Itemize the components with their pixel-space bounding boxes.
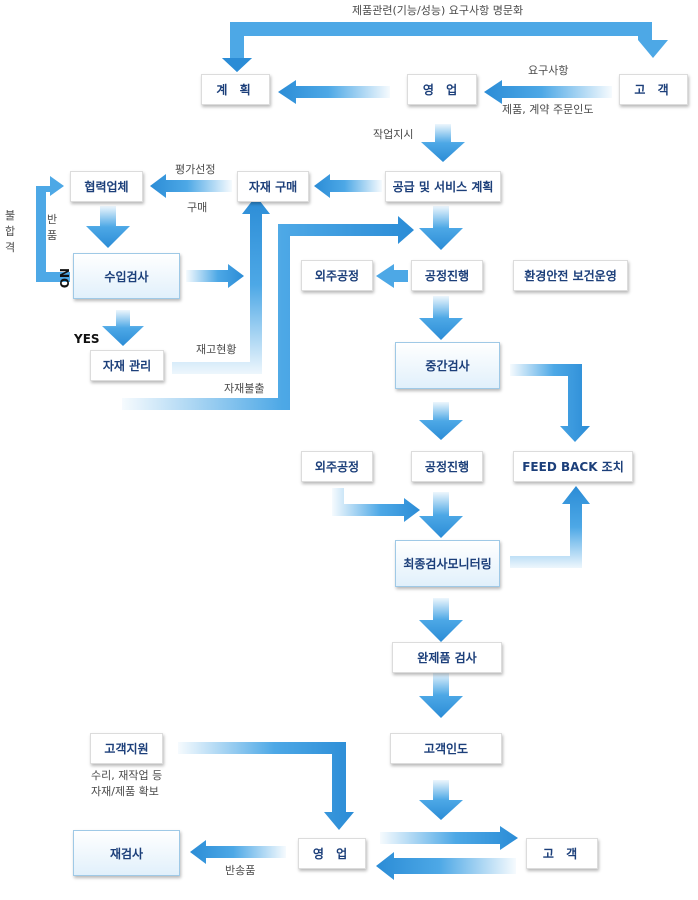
customer-top-box[interactable]: 고 객	[619, 74, 688, 105]
incoming-inspection-box[interactable]: 수입검사	[73, 253, 180, 299]
label-evaluation: 평가선정	[175, 163, 216, 176]
supply-plan-box[interactable]: 공급 및 서비스 계획	[385, 171, 501, 202]
arrow-mid-down	[419, 402, 463, 440]
label-material-issue: 자재불출	[224, 382, 265, 395]
arrow-partner-to-incoming	[86, 206, 130, 248]
plan-box[interactable]: 계 획	[201, 74, 270, 105]
process-1-box[interactable]: 공정진행	[411, 260, 483, 291]
feedback-box[interactable]: FEED BACK 조치	[513, 451, 633, 482]
reinspection-box[interactable]: 재검사	[73, 830, 180, 876]
sales-bottom-box[interactable]: 영 업	[298, 838, 366, 869]
arrow-process2-to-final	[419, 492, 463, 538]
arrow-sales-to-supply	[421, 124, 465, 162]
label-requirements: 요구사항	[528, 64, 569, 77]
arrow-process-to-outsourcing	[376, 264, 408, 288]
arrow-incoming-to-right	[186, 264, 244, 288]
arrow-purchase-to-partner	[150, 174, 232, 198]
arrow-process-to-mid	[419, 296, 463, 340]
partner-box[interactable]: 협력업체	[70, 171, 143, 202]
arrow-outsourcing2-to-stream	[332, 488, 420, 522]
arrow-mid-to-feedback	[510, 364, 590, 442]
label-yes: YES	[74, 332, 100, 346]
arrow-top-loop-head-right	[638, 40, 668, 58]
arrow-final-to-finished	[419, 598, 463, 642]
sales-top-box[interactable]: 영 업	[407, 74, 477, 105]
arrow-support-to-sales	[178, 742, 354, 830]
label-product-order: 제품, 계약 주문인도	[502, 103, 594, 116]
outsourcing-2-box[interactable]: 외주공정	[301, 451, 373, 482]
arrow-final-to-feedback	[510, 486, 590, 568]
arrow-sales-to-customer	[380, 826, 518, 850]
arrow-incoming-to-mgmt	[102, 310, 144, 346]
arrow-material-issue	[122, 216, 414, 410]
finished-inspection-box[interactable]: 완제품 검사	[392, 642, 502, 673]
arrow-supply-to-process	[419, 206, 463, 250]
customer-bottom-box[interactable]: 고 객	[526, 838, 598, 869]
label-no: NO	[57, 268, 71, 289]
label-stock-status: 재고현황	[196, 343, 237, 356]
arrow-customer-to-sales-bottom	[376, 852, 516, 880]
material-mgmt-box[interactable]: 자재 관리	[90, 350, 164, 381]
process-2-box[interactable]: 공정진행	[411, 451, 483, 482]
label-support-detail-2: 자재/제품 확보	[91, 785, 159, 798]
label-reject: 불합격	[4, 209, 16, 254]
customer-delivery-box[interactable]: 고객인도	[390, 733, 502, 764]
env-safety-box[interactable]: 환경안전 보건운영	[513, 260, 628, 291]
arrow-stock-up	[172, 196, 270, 374]
customer-support-box[interactable]: 고객지원	[90, 733, 163, 764]
arrow-finished-to-delivery	[419, 672, 463, 718]
arrow-delivery-down	[419, 780, 463, 820]
arrow-sales-to-plan	[278, 80, 390, 104]
label-top-loop: 제품관련(기능/성능) 요구사항 명문화	[352, 4, 524, 17]
arrow-top-loop	[222, 22, 652, 72]
arrow-sales-to-reinspection	[190, 840, 286, 864]
outsourcing-1-box[interactable]: 외주공정	[301, 260, 373, 291]
arrow-top-loop-head-left	[222, 58, 252, 72]
final-inspection-box[interactable]: 최종검사모니터링	[395, 540, 500, 587]
mid-inspection-box[interactable]: 중간검사	[395, 342, 500, 389]
arrow-reject-loop	[36, 176, 70, 282]
arrow-supply-to-purchase	[314, 174, 382, 198]
label-return: 반품	[46, 213, 58, 242]
label-purchase: 구매	[187, 201, 208, 214]
material-purchase-box[interactable]: 자재 구매	[237, 171, 309, 202]
label-returned-goods: 반송품	[225, 864, 256, 877]
arrow-customer-to-sales	[484, 80, 612, 104]
label-work-order: 작업지시	[373, 128, 414, 141]
label-support-detail-1: 수리, 재작업 등	[91, 769, 163, 782]
